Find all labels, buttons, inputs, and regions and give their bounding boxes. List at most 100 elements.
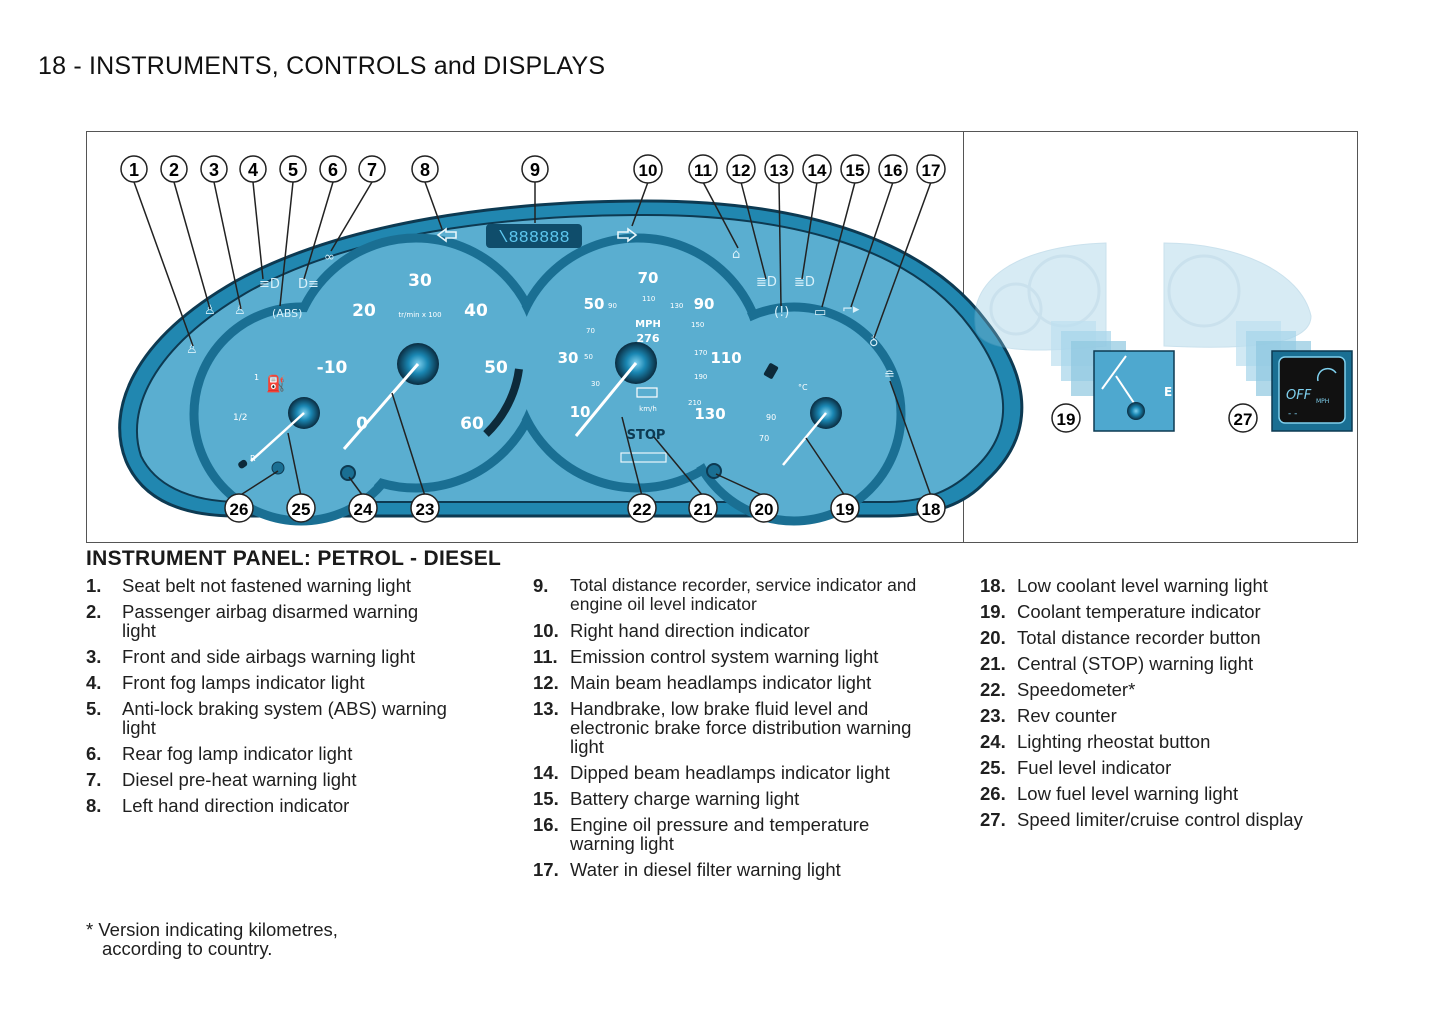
callout-19: 19 [830, 493, 860, 523]
callout-18: 18 [916, 493, 946, 523]
legend-item: 6.Rear fog lamp indicator light [86, 744, 456, 763]
legend-item: 17.Water in diesel filter warning light [533, 860, 923, 879]
lighting-rheostat-button [340, 465, 356, 481]
callout-10: 10 [633, 154, 663, 184]
speedometer: 70 50 90 30 110 10 130 30 50 70 90 110 1… [558, 269, 742, 463]
legend-number: 9. [533, 575, 549, 596]
legend-number: 5. [86, 698, 102, 719]
legend-number: 4. [86, 672, 102, 693]
legend-number: 23. [980, 705, 1006, 726]
legend-text: Rev counter [1017, 705, 1117, 726]
coolant-gauge: °C 90 70 [759, 363, 842, 466]
callout-3: 3 [200, 155, 228, 183]
legend-item: 18.Low coolant level warning light [980, 576, 1350, 595]
svg-text:17: 17 [922, 161, 941, 180]
svg-text:16: 16 [884, 161, 903, 180]
coolant-label-90: 90 [766, 413, 776, 422]
svg-text:6: 6 [328, 160, 338, 180]
legend-number: 25. [980, 757, 1006, 778]
mph-label-50: 50 [584, 295, 605, 313]
low-coolant-icon: ≘ [884, 368, 895, 383]
legend-text: Speedometer* [1017, 679, 1136, 700]
legend-number: 12. [533, 672, 559, 693]
legend-item: 26.Low fuel level warning light [980, 784, 1350, 803]
legend-number: 11. [533, 646, 558, 667]
mph-label-130: 130 [694, 405, 725, 423]
speed-small-display [636, 387, 658, 398]
low-fuel-warning-light [238, 459, 248, 469]
svg-text:1: 1 [129, 160, 139, 180]
footnote: * Version indicating kilometres, accordi… [86, 920, 446, 958]
svg-text:3: 3 [209, 160, 219, 180]
legend-text: Lighting rheostat button [1017, 731, 1211, 752]
callout-12: 12 [726, 154, 756, 184]
emission-control-icon: ⌂ [732, 247, 740, 262]
callout-1: 1 [120, 155, 148, 183]
callout-4: 4 [239, 155, 267, 183]
legend-text: Low coolant level warning light [1017, 575, 1268, 596]
legend-column-3: 18.Low coolant level warning light 19.Co… [980, 576, 1350, 836]
dipped-beam-icon: ≣D [794, 275, 815, 290]
rev-counter: 30 20 40 -10 50 60 0 tr/min x 100 [317, 271, 523, 450]
callout-15: 15 [840, 154, 870, 184]
legend-text: Handbrake, low brake fluid level and ele… [570, 698, 912, 757]
svg-text:25: 25 [292, 500, 311, 519]
legend-item: 11.Emission control system warning light [533, 647, 923, 666]
legend-number: 21. [980, 653, 1006, 674]
legend-text: Left hand direction indicator [122, 795, 350, 816]
fuel-label-full: 1 [254, 373, 259, 382]
svg-text:10: 10 [639, 161, 658, 180]
svg-text:18: 18 [922, 500, 941, 519]
legend-text: Battery charge warning light [570, 788, 800, 809]
rev-label-60: 60 [460, 414, 484, 434]
callouts-top: 1 2 3 4 5 6 7 8 9 10 11 12 13 14 15 16 1… [120, 154, 946, 184]
legend-item: 22. Speedometer* [980, 680, 1350, 699]
fuel-label-half: 1/2 [233, 413, 247, 423]
speedometer-needle [574, 362, 638, 437]
svg-text:2: 2 [169, 160, 179, 180]
legend-item: 3.Front and side airbags warning light [86, 647, 456, 666]
legend-text: Main beam headlamps indicator light [570, 672, 872, 693]
water-in-diesel-icon: ♁ [869, 335, 879, 350]
callout-24: 24 [348, 493, 378, 523]
main-beam-icon: ≣D [756, 275, 777, 290]
legend-number: 15. [533, 788, 559, 809]
kmh-label-70: 70 [586, 327, 595, 335]
figure-frame [86, 131, 1358, 543]
page-title: 18 - INSTRUMENTS, CONTROLS and DISPLAYS [38, 52, 606, 80]
legend-text: Front fog lamps indicator light [122, 672, 365, 693]
legend-text: Passenger airbag disarmed warning light [122, 601, 419, 641]
svg-text:26: 26 [230, 500, 249, 519]
rev-unit-label: tr/min x 100 [398, 311, 441, 319]
legend-text: Coolant temperature indicator [1017, 601, 1261, 622]
kmh-label-30: 30 [591, 380, 600, 388]
mph-label-70: 70 [638, 269, 659, 287]
abs-warning-icon: (ABS) [272, 307, 302, 320]
svg-text:21: 21 [694, 500, 713, 519]
kmh-label-150: 150 [691, 321, 704, 329]
legend-item: 15. Battery charge warning light [533, 789, 923, 808]
svg-text:20: 20 [755, 500, 774, 519]
legend-number: 2. [86, 601, 102, 622]
legend-text: Anti-lock braking system (ABS) warning l… [122, 698, 447, 738]
legend-number: 22. [980, 679, 1006, 700]
svg-text:9: 9 [530, 160, 540, 180]
legend-text: Speed limiter/cruise control display [1017, 809, 1303, 830]
legend-column-2: 9.Total distance recorder, service indic… [533, 576, 923, 886]
legend-item: 24.Lighting rheostat button [980, 732, 1350, 751]
legend-number: 27. [980, 809, 1006, 830]
legend-text: Seat belt not fastened warning light [122, 575, 411, 596]
mph-label-90: 90 [694, 295, 715, 313]
mph-label-30: 30 [558, 349, 579, 367]
fuel-gauge: 1 1/2 R [233, 373, 320, 475]
cruise-value-label: - - [1288, 409, 1297, 419]
callout-14: 14 [802, 154, 832, 184]
cruise-state-label: OFF [1286, 388, 1312, 403]
callout-6: 6 [319, 155, 347, 183]
legend-item: 2. Passenger airbag disarmed warning ligh… [86, 602, 456, 640]
callout-13: 13 [764, 154, 794, 184]
handbrake-warning-icon: (!) [774, 305, 789, 320]
rev-label-minus10: -10 [317, 358, 348, 378]
svg-text:8: 8 [420, 160, 430, 180]
stop-lower-display [620, 452, 667, 463]
